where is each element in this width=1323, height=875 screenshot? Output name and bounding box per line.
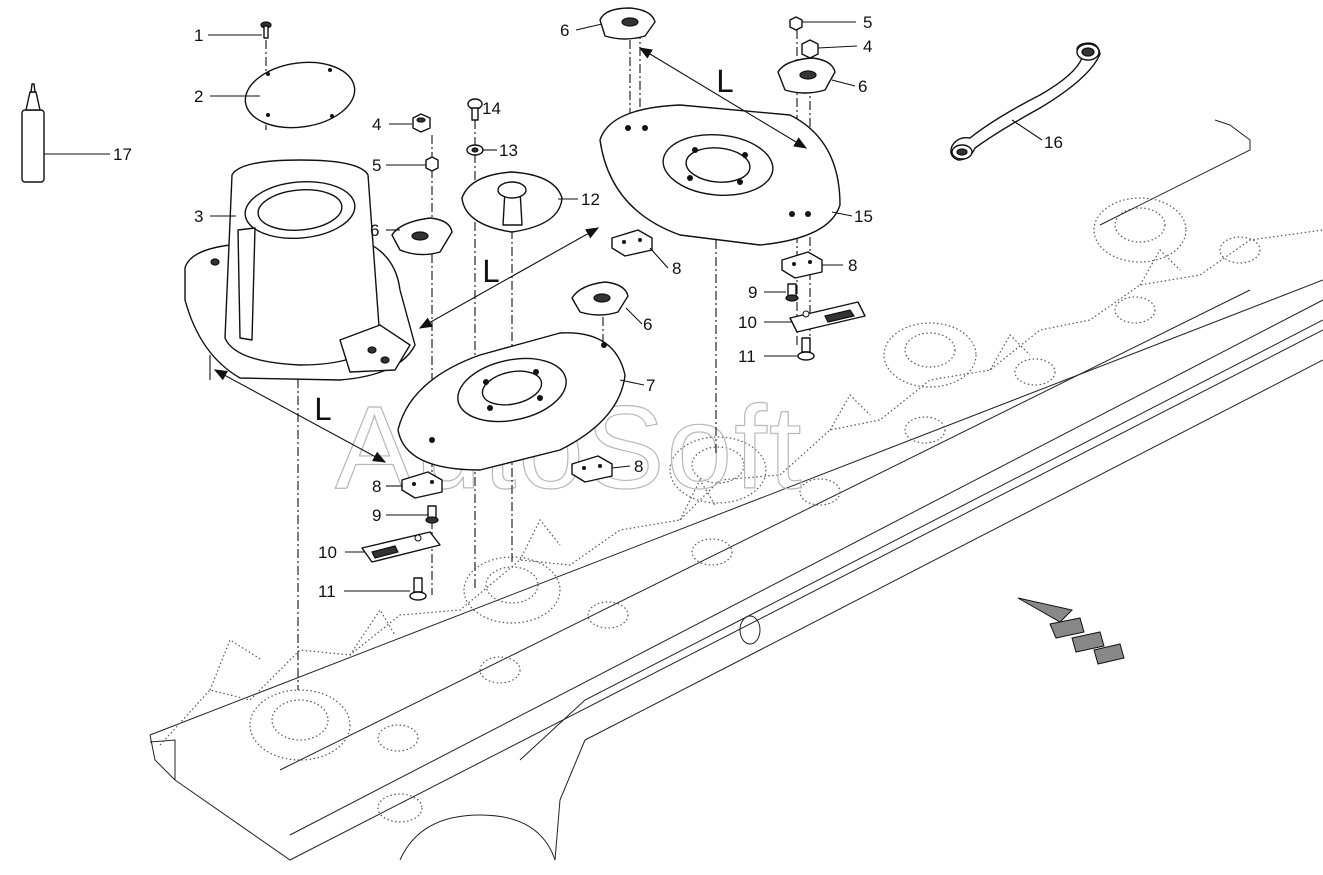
callout-2: 2 (194, 87, 203, 106)
callout-9-left: 9 (372, 506, 381, 525)
dimension-label-L-3: L (716, 65, 733, 100)
knife-holder-part-8-a (401, 471, 443, 499)
knife-guard-part-6-left (391, 217, 453, 256)
cover-plate-part-2 (244, 61, 356, 129)
drum-housing-part-3 (184, 159, 416, 381)
callout-8-lower-left: 8 (372, 477, 381, 496)
bolt-part-14 (467, 98, 483, 121)
callout-4-left: 4 (372, 115, 381, 134)
dimension-label-L-2: L (482, 255, 499, 290)
callout-14: 14 (482, 99, 501, 118)
knife-guard-part-6-top (599, 7, 656, 40)
callout-12: 12 (581, 190, 600, 209)
callout-11-right: 11 (738, 347, 756, 366)
bolt-part-9-left (425, 505, 439, 524)
washer-part-13 (466, 144, 484, 156)
callout-6-center: 6 (643, 315, 652, 334)
cone-cap-part-12 (461, 171, 563, 233)
bolt-part-11-left (409, 577, 427, 601)
nut-part-4-right (801, 39, 819, 59)
callout-5-right: 5 (863, 13, 872, 32)
sealant-tube-part-17 (21, 83, 45, 183)
bolt-part-9-right (785, 283, 799, 302)
callout-8-upper-right: 8 (848, 256, 857, 275)
callout-6-left: 6 (370, 221, 379, 240)
nut-part-5-right (789, 16, 803, 31)
cutter-bar-assembly (149, 119, 1323, 861)
knife-holder-part-8-b (571, 455, 613, 483)
bolt-part-11-right (797, 337, 815, 361)
knife-guard-part-6-right (777, 57, 836, 94)
callout-11-left: 11 (318, 582, 336, 601)
cutter-disc-part-7 (397, 332, 626, 471)
callout-6-right: 6 (858, 77, 867, 96)
callout-8-upper-left: 8 (672, 259, 681, 278)
nut-part-5-left (425, 156, 439, 172)
callout-5-left: 5 (372, 156, 381, 175)
callout-4-right: 4 (863, 37, 872, 56)
callout-17: 17 (113, 145, 132, 164)
callout-10-right: 10 (738, 313, 757, 332)
callout-3: 3 (194, 207, 203, 226)
ring-spanner-part-16 (950, 42, 1101, 161)
callout-16: 16 (1044, 133, 1063, 152)
callout-9-right: 9 (748, 283, 757, 302)
knife-holder-part-8-c (611, 229, 653, 257)
direction-of-travel-arrow (1017, 597, 1125, 665)
callout-7: 7 (646, 376, 655, 395)
callout-13: 13 (499, 141, 518, 160)
callout-1: 1 (194, 26, 203, 45)
callout-labels: 1 2 3 4 5 6 14 13 12 6 5 4 6 16 17 15 8 … (113, 13, 1063, 601)
knife-guard-part-6-center (571, 281, 629, 316)
callout-6-top: 6 (560, 21, 569, 40)
callout-8-lower-right: 8 (634, 457, 643, 476)
callout-15: 15 (854, 207, 873, 226)
knife-holder-part-8-d (781, 251, 823, 279)
dimension-arrows (209, 47, 808, 463)
callout-leader-lines (44, 21, 1043, 592)
callout-10-left: 10 (318, 543, 337, 562)
dimension-label-L-1: L (314, 393, 331, 428)
screw-part-1 (260, 21, 272, 39)
cutter-disc-part-15 (599, 104, 841, 246)
blade-part-10-right (789, 301, 866, 333)
nut-part-4-left (412, 113, 431, 133)
blade-part-10-left (361, 531, 441, 563)
